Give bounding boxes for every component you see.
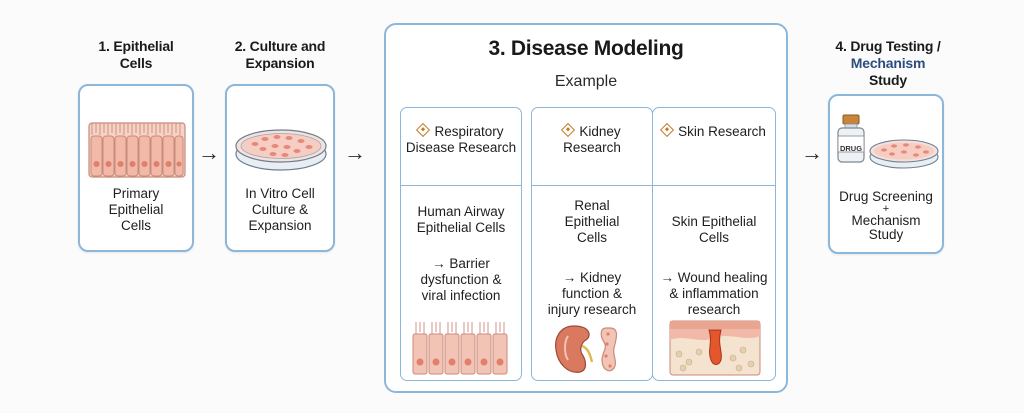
- card-effect-skin: → Wound healing & inflammation research: [660, 270, 768, 317]
- disease-modeling-panel: 3. Disease Modeling Example Respiratory …: [384, 23, 788, 393]
- airway-epithelium-icon: [412, 322, 508, 375]
- example-card-respiratory: Respiratory Disease Research Human Airwa…: [400, 107, 522, 381]
- card-head-respiratory: Respiratory Disease Research: [401, 108, 521, 186]
- kidney-icon: [555, 325, 618, 373]
- arrow-1-2: →: [198, 140, 220, 165]
- step2-text: In Vitro Cell Culture & Expansion: [245, 186, 315, 233]
- example-card-skin: Skin Research Skin Epithelial Cells → Wo…: [652, 107, 776, 381]
- card-cell-respiratory: Human Airway Epithelial Cells: [416, 204, 506, 235]
- petri-dish-icon: [869, 139, 939, 169]
- arrow-2-3: →: [344, 140, 366, 165]
- vial-label: DRUG: [839, 144, 863, 153]
- card-cell-kidney: Renal Epithelial Cells: [564, 198, 620, 245]
- step1-title: 1. Epithelial Cells: [98, 38, 174, 71]
- card-effect-respiratory: → Barrier dysfunction & viral infection: [420, 256, 502, 303]
- step3-subtitle: Example: [554, 73, 618, 90]
- card-head-kidney: Kidney Research: [532, 108, 652, 186]
- skin-tissue-icon: [669, 320, 761, 376]
- diamond-icon: [416, 122, 431, 138]
- step1-box: Primary Epithelial Cells: [78, 84, 194, 252]
- card-cell-skin: Skin Epithelial Cells: [671, 214, 757, 245]
- step2-title: 2. Culture and Expansion: [234, 38, 326, 71]
- step4-text: Drug Screening + Mechanism Study: [839, 189, 933, 242]
- step4-title: 4. Drug Testing / Mechanism Study: [835, 38, 941, 88]
- example-card-kidney: Kidney Research Renal Epithelial Cells →…: [531, 107, 653, 381]
- epithelial-cell-layer-icon: [88, 122, 186, 178]
- step4-box: DRUG Drug Screening + Mechanism Study: [828, 94, 944, 254]
- step1-text: Primary Epithelial Cells: [108, 186, 164, 233]
- step2-box: In Vitro Cell Culture & Expansion: [225, 84, 335, 252]
- arrow-3-4: →: [801, 140, 823, 165]
- diamond-icon: [660, 122, 675, 138]
- diamond-icon: [561, 122, 576, 138]
- card-head-skin: Skin Research: [653, 108, 775, 186]
- card-effect-kidney: → Kidney function & injury research: [547, 270, 637, 317]
- step3-title: 3. Disease Modeling: [488, 37, 684, 60]
- drug-vial-icon: [837, 114, 865, 163]
- petri-dish-icon: [235, 129, 327, 171]
